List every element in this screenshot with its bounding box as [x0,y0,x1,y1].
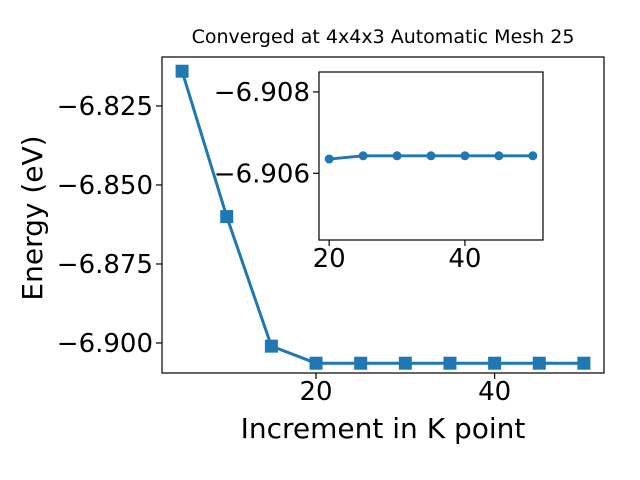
data-point-square [264,339,278,353]
chart-title: Converged at 4x4x3 Automatic Mesh 25 [191,26,575,48]
data-point-circle [494,151,504,161]
data-point-circle [324,154,334,164]
y-tick-label: −6.875 [57,250,153,280]
data-point-circle [460,151,470,161]
data-point-square [577,356,591,370]
x-axis-label: Increment in K point [240,412,526,445]
data-point-square [309,356,323,370]
x-tick-label: 40 [478,377,511,407]
x-tick-label: 20 [313,244,346,274]
data-point-circle [528,151,538,161]
inset_plot: 20 40 −6.908 −6.906 [214,71,544,274]
data-point-square [398,356,412,370]
data-point-square [175,64,189,78]
y-tick-label: −6.825 [57,92,153,122]
data-point-square [354,356,368,370]
data-point-circle [426,151,436,161]
data-point-square [532,356,546,370]
y-tick-label: −6.850 [57,171,153,201]
y-tick-label: −6.906 [214,159,310,189]
x-tick-label: 20 [299,377,332,407]
data-point-square [220,210,234,224]
main_plot-frame [161,56,605,374]
main_plot: 20 40 −6.825 −6.850 −6.875 −6.900 [57,56,605,407]
data-point-circle [392,151,402,161]
y-tick-label: −6.900 [57,329,153,359]
inset_plot-frame [318,71,544,241]
y-tick-label: −6.908 [214,78,310,108]
data-point-square [443,356,457,370]
data-point-square [488,356,502,370]
x-tick-label: 40 [448,244,481,274]
data-point-circle [358,151,368,161]
main_plot-line [180,69,586,365]
